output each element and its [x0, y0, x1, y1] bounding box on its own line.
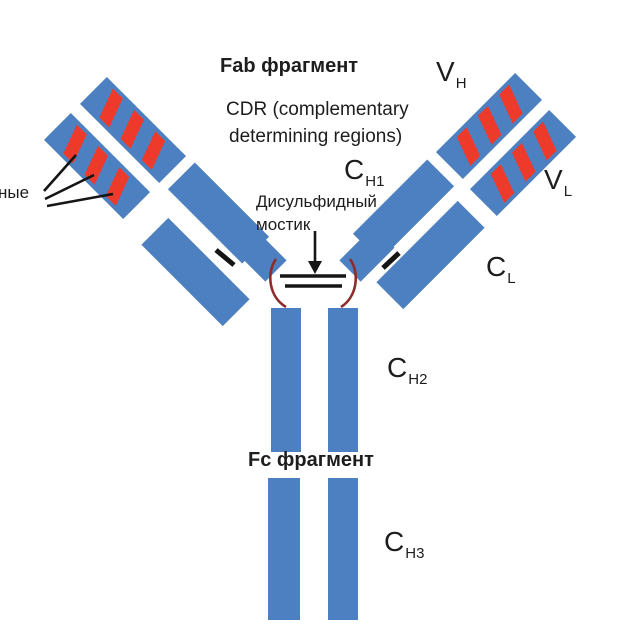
label-vh: VH [436, 56, 467, 92]
label-ch2-sub: H2 [408, 371, 428, 388]
label-ch2: CH2 [387, 352, 427, 388]
label-vl-main: V [544, 164, 563, 195]
disulfide-caption-line1: Дисульфидный [256, 192, 377, 211]
label-ch3-sub: H3 [405, 545, 425, 562]
ch2-left-bar [271, 308, 301, 452]
hinge-loop-right [340, 258, 358, 309]
ch3-right-bar [328, 478, 358, 620]
label-ch3-main: C [384, 526, 405, 557]
cdr-pointer-line [43, 154, 77, 192]
cdr-pointer-line [44, 173, 95, 201]
fc-fragment-title: Fc фрагмент [248, 449, 374, 471]
label-vl: VL [544, 164, 572, 200]
label-cl: CL [486, 251, 516, 287]
label-ch3: CH3 [384, 526, 424, 562]
fab-fragment-title: Fab фрагмент [220, 55, 359, 77]
cdr-pointer-line [46, 192, 114, 208]
label-ch1: CH1 [344, 154, 384, 190]
ch3-left-bar [268, 478, 300, 620]
disulfide-bond-tick-left [214, 248, 236, 267]
cdr-caption-line1: CDR (complementary [226, 99, 409, 120]
cdr-caption-line2: determining regions) [229, 126, 403, 147]
label-cl-sub: L [507, 270, 516, 287]
ch2-right-bar [328, 308, 358, 452]
label-ch1-sub: H1 [365, 173, 385, 190]
disulfide-bond-tick-right [381, 251, 401, 270]
label-vh-main: V [436, 56, 455, 87]
label-cl-main: C [486, 251, 507, 282]
left-edge-label-fragment: ные [0, 183, 30, 202]
label-vh-sub: H [455, 75, 467, 92]
disulfide-caption-line2: мостик [256, 215, 311, 234]
label-ch1-main: C [344, 154, 365, 185]
hinge-loop-left [268, 258, 287, 309]
label-vl-sub: L [563, 183, 573, 200]
arrow-head [308, 261, 322, 274]
label-ch2-main: C [387, 352, 408, 383]
